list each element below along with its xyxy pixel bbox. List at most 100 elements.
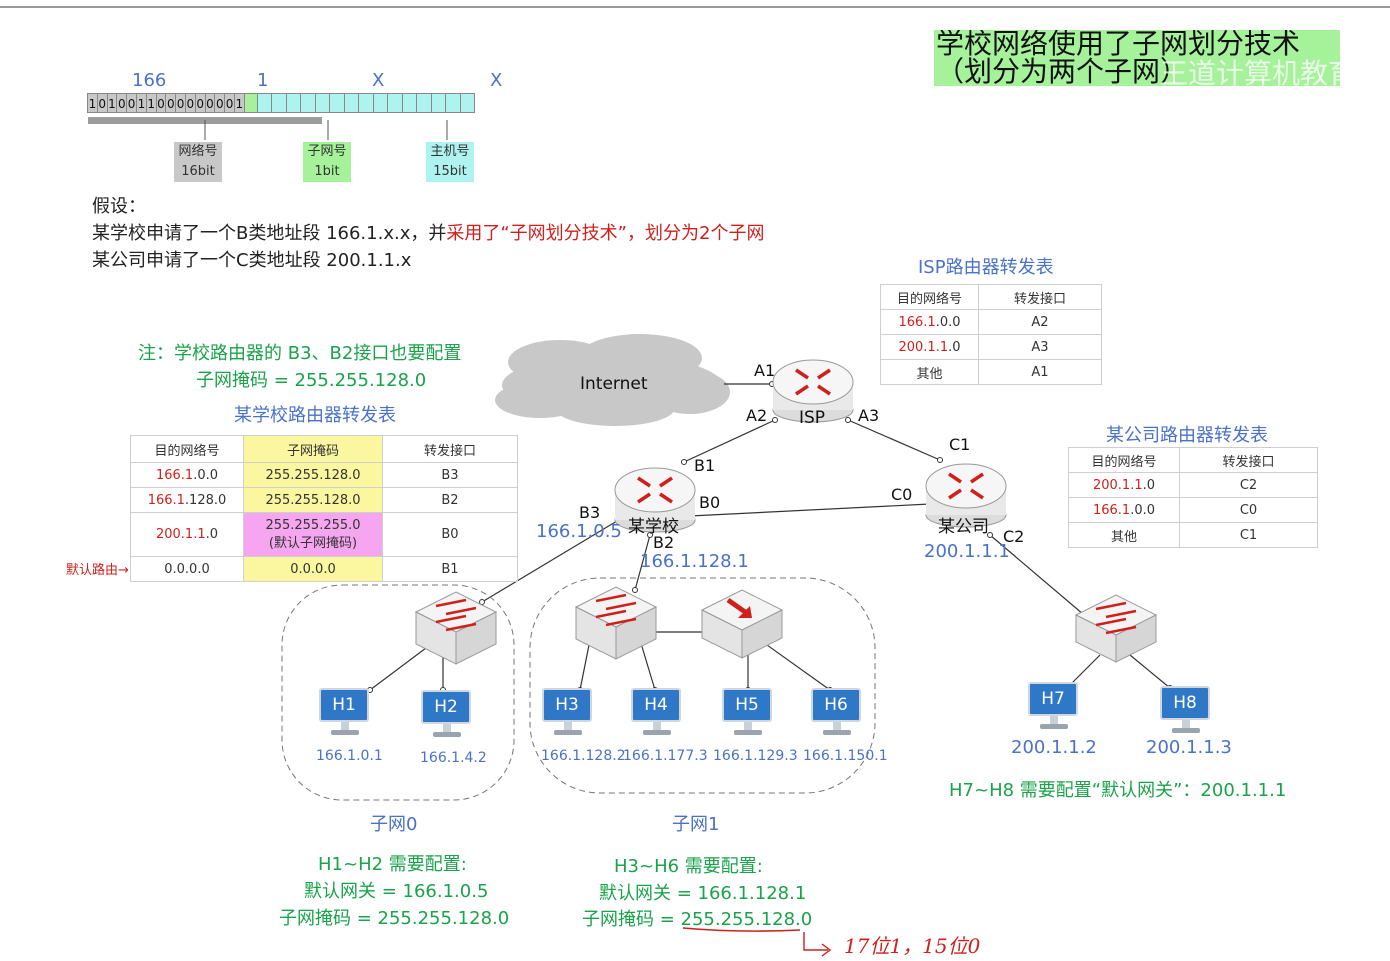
internet-cloud — [495, 334, 730, 426]
port-a1: A1 — [754, 361, 776, 380]
isp-label: ISP — [799, 408, 826, 428]
port-c2: C2 — [1003, 527, 1025, 546]
switch-subnet1-left-icon — [574, 586, 658, 660]
company-table-title: 某公司路由器转发表 — [1106, 425, 1268, 446]
field-host: 主机号 15bit — [426, 142, 474, 182]
links — [369, 383, 1171, 691]
h36-config-line2: 默认网关 = 166.1.128.1 — [599, 883, 807, 904]
school-table-title: 某学校路由器转发表 — [234, 405, 396, 426]
host-h1-icon: H1 — [319, 688, 371, 740]
subnet0-outline — [281, 584, 515, 801]
host-h3-icon: H3 — [542, 688, 594, 740]
switch-subnet0-icon — [414, 591, 498, 665]
host-h4-icon: H4 — [631, 688, 683, 740]
school-routing-table: 目的网络号 子网掩码 转发接口 166.1.0.0 255.255.128.0 … — [130, 435, 518, 582]
h1-ip: 166.1.0.1 — [316, 748, 383, 764]
router-company-icon — [925, 463, 1007, 528]
assumption-head: 假设： — [92, 196, 146, 217]
host-bit — [271, 93, 287, 113]
subnet1-outline — [529, 577, 876, 794]
company-router-label: 某公司 — [938, 517, 989, 537]
field-network: 网络号 16bit — [174, 142, 222, 182]
note-line2: 子网掩码 = 255.255.128.0 — [196, 370, 427, 391]
host-bit — [343, 93, 360, 113]
h36-config-line3: 子网掩码 = 255.255.128.0 — [582, 909, 813, 930]
host-bit — [329, 93, 345, 113]
bits-label-x1: X — [372, 70, 385, 91]
title-line1: 学校网络使用了子网划分技术 — [936, 30, 1301, 60]
title-line2: （划分为两个子网） — [936, 55, 1189, 86]
h4-ip: 166.1.177.3 — [623, 748, 708, 764]
host-bit — [358, 93, 374, 113]
host-bit — [285, 93, 302, 113]
table-row: 200.1.1.0 255.255.255.0(默认子网掩码) B0 — [130, 512, 518, 557]
watermark: 王道计算机教育 — [1160, 57, 1340, 87]
bits-label-166: 166 — [132, 70, 167, 91]
host-h6-icon: H6 — [811, 688, 863, 740]
isp-table-title: ISP路由器转发表 — [918, 257, 1054, 278]
port-b0: B0 — [699, 493, 721, 512]
host-bit — [401, 93, 418, 113]
subnet-bit — [243, 93, 258, 113]
router-school-icon — [614, 467, 696, 533]
h12-config-line1: H1~H2 需要配置: — [318, 854, 467, 875]
host-bit — [256, 93, 273, 113]
host-bit — [372, 93, 389, 113]
port-a2: A2 — [746, 406, 768, 425]
host-bit — [300, 93, 316, 113]
handwritten-note: 17位1，15位0 — [844, 934, 981, 958]
h12-config-line2: 默认网关 = 166.1.0.5 — [304, 881, 489, 902]
note-line1: 注：学校路由器的 B3、B2接口也要配置 — [138, 343, 462, 364]
h3-ip: 166.1.128.2 — [541, 748, 626, 764]
h2-ip: 166.1.4.2 — [420, 750, 487, 766]
port-c0: C0 — [891, 485, 913, 504]
internet-label: Internet — [580, 374, 648, 394]
host-bit — [445, 93, 461, 113]
h12-config-line3: 子网掩码 = 255.255.128.0 — [279, 908, 510, 929]
bits-label-x2: X — [490, 70, 503, 91]
school-b2-ip: 166.1.128.1 — [640, 551, 749, 572]
page-title: 学校网络使用了子网划分技术 （划分为两个子网） 王道计算机教育 — [934, 30, 1340, 86]
host-bit — [430, 93, 447, 113]
host-bit — [387, 93, 403, 113]
bits-label-1: 1 — [257, 70, 269, 91]
subnet1-label: 子网1 — [672, 814, 720, 835]
switch-subnet1-right-icon — [700, 589, 784, 659]
h36-config-line1: H3~H6 需要配置: — [614, 856, 763, 877]
handwritten-arrow-icon — [803, 932, 828, 951]
school-router-label: 某学校 — [628, 517, 679, 537]
assumption-line2: 某公司申请了一个C类地址段 200.1.1.x — [92, 250, 412, 271]
h78-config: H7~H8 需要配置“默认网关”：200.1.1.1 — [949, 780, 1287, 801]
handwritten-underline — [682, 927, 801, 932]
assumption-line1: 某学校申请了一个B类地址段 166.1.x.x，并采用了“子网划分技术”，划分为… — [92, 223, 765, 244]
host-bit — [314, 93, 331, 113]
switch-company-icon — [1074, 594, 1158, 663]
table-row: 0.0.0.0 0.0.0.0 B1 — [130, 556, 518, 582]
port-c1: C1 — [949, 435, 971, 454]
host-bit — [416, 93, 432, 113]
table-row: 166.1.128.0 255.255.128.0 B2 — [130, 487, 518, 513]
h8-ip: 200.1.1.3 — [1146, 737, 1232, 758]
host-h2-icon: H2 — [421, 690, 473, 742]
table-row: 166.1.0.0 255.255.128.0 B3 — [130, 462, 518, 488]
subnet0-label: 子网0 — [370, 814, 418, 835]
port-b3: B3 — [579, 503, 601, 522]
company-ip: 200.1.1.1 — [924, 541, 1010, 562]
school-b3-ip: 166.1.0.5 — [536, 521, 622, 542]
h5-ip: 166.1.129.3 — [713, 748, 798, 764]
h6-ip: 166.1.150.1 — [803, 748, 888, 764]
host-h5-icon: H5 — [722, 688, 774, 740]
router-isp-icon — [772, 359, 854, 423]
field-subnet: 子网号 1bit — [303, 142, 351, 182]
